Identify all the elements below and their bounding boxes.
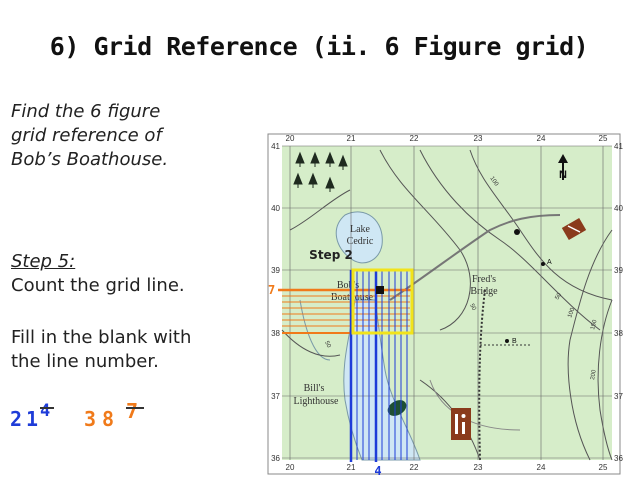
boathouse-label-line1: Bob's: [337, 280, 359, 291]
northing-label: 37: [614, 392, 623, 401]
northing-label: 38: [271, 329, 280, 338]
boathouse-marker: [376, 286, 384, 294]
easting-label: 24: [537, 134, 546, 143]
tree-icon: [308, 172, 318, 188]
answer-digit-6: 7: [126, 399, 139, 423]
easting-label: 24: [537, 463, 546, 472]
task-line-2: grid reference of: [11, 125, 162, 146]
tree-icon: [293, 172, 303, 188]
contour-line: [597, 299, 613, 461]
fill-text: Fill in the blank with the line number.: [11, 326, 191, 374]
point-a-marker: [541, 262, 545, 266]
point-b-marker: [505, 339, 509, 343]
answer-digit-4: 3: [84, 407, 97, 431]
tree-icon: [310, 151, 320, 167]
easting-label: 25: [599, 463, 608, 472]
answer-digit-5: 8: [102, 407, 115, 431]
contour-label: 50: [555, 292, 564, 301]
answer-digit-2: 1: [26, 407, 39, 431]
counted-northing-number: 7: [268, 283, 275, 297]
point-b-label: B: [512, 338, 517, 345]
lake-label-line2: Cedric: [347, 236, 374, 247]
island-feature: [387, 400, 407, 416]
easting-count-lines: [356, 270, 408, 460]
easting-label: 21: [347, 134, 356, 143]
northing-label: 36: [614, 454, 623, 463]
contour-line: [469, 149, 613, 301]
easting-labels-top: 20 21 22 23 24 25: [286, 134, 608, 143]
contour-line: [289, 189, 351, 231]
easting-label: 25: [599, 134, 608, 143]
task-text: Find the 6 figure grid reference of Bob’…: [11, 100, 168, 172]
easting-label: 22: [410, 463, 419, 472]
tree-icon: [325, 151, 335, 167]
contour-line: [567, 229, 613, 461]
lighthouse-label-line2: Lighthouse: [294, 396, 340, 407]
northing-label: 36: [271, 454, 280, 463]
contour-line: [419, 149, 601, 331]
contour-labels: 100 50 50 100 150 200 50: [323, 176, 599, 381]
northing-label: 40: [614, 204, 623, 213]
tree-icon: [338, 154, 348, 170]
fill-line-1: Fill in the blank with: [11, 327, 192, 348]
easting-label: 20: [286, 463, 295, 472]
northing-label: 38: [614, 329, 623, 338]
fill-line-2: the line number.: [11, 351, 159, 372]
counted-easting-number: 4: [374, 464, 381, 478]
northing-labels-left: 41 40 39 38 37 36: [271, 142, 280, 463]
lighthouse-label-line1: Bill's: [304, 383, 325, 394]
step-label: Step 5:: [11, 251, 76, 272]
easting-label: 21: [347, 463, 356, 472]
contour-line: [281, 329, 341, 357]
northing-labels-right: 41 40 39 38 37 36: [614, 142, 623, 463]
easting-label: 23: [474, 134, 483, 143]
northing-label: 40: [271, 204, 280, 213]
lake-cedric: [335, 211, 383, 264]
answer-blank-northing: [126, 407, 144, 409]
campsite-icon: [451, 408, 471, 440]
task-line-3: Bob’s Boathouse.: [11, 149, 169, 170]
answer-blank-easting: [40, 407, 54, 409]
easting-label: 22: [410, 134, 419, 143]
grid-square-highlight: [351, 268, 414, 335]
step-text: Step 5: Count the grid line.: [11, 250, 185, 298]
step-line: Count the grid line.: [11, 275, 185, 296]
point-a-label: A: [547, 259, 552, 266]
easting-label: 20: [286, 134, 295, 143]
church-icon: [561, 217, 587, 241]
easting-label: 23: [474, 463, 483, 472]
bridge-label-line2: Bridge: [470, 286, 498, 297]
contour-label: 50: [468, 303, 477, 312]
contour-label: 50: [323, 340, 332, 349]
easting-labels-bottom: 20 21 22 23 24 25: [286, 463, 608, 472]
contour-label: 200: [590, 369, 598, 381]
black-dot-marker: [514, 229, 520, 235]
road: [389, 214, 561, 301]
step-2-label: Step 2: [309, 248, 353, 262]
map-land: [282, 146, 612, 460]
north-label: N: [559, 169, 567, 181]
north-arrow-icon: [558, 154, 568, 180]
tree-icon: [295, 151, 305, 167]
answer-digit-1: 2: [10, 407, 23, 431]
bridge-label-line1: Fred's: [472, 274, 496, 285]
contour-label: 100: [488, 176, 499, 188]
lake-label-line1: Lake: [350, 224, 371, 235]
tree-icon: [325, 176, 335, 192]
contour-label: 100: [567, 307, 576, 319]
contour-label: 150: [590, 319, 599, 331]
forest-trees-icon: [293, 151, 348, 192]
northing-label: 41: [614, 142, 623, 151]
northing-label: 37: [271, 392, 280, 401]
northing-label: 39: [271, 266, 280, 275]
task-line-1: Find the 6 figure: [11, 101, 161, 122]
answer-digit-3: 4: [40, 401, 51, 421]
northing-label: 41: [271, 142, 280, 151]
northing-label: 39: [614, 266, 623, 275]
slide-title: 6) Grid Reference (ii. 6 Figure grid): [49, 32, 589, 61]
